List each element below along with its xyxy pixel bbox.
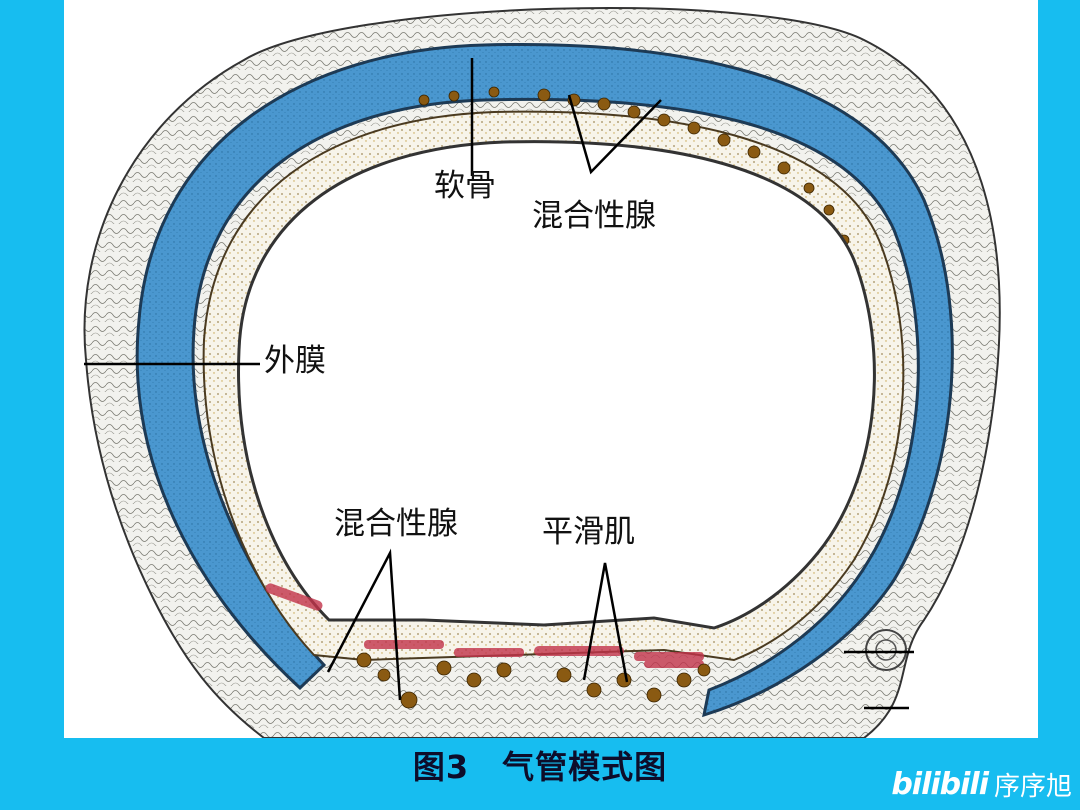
label-mixed-gland-bottom: 混合性腺 — [334, 506, 458, 542]
gland-cluster-top — [418, 86, 865, 306]
watermark: bilibili 序序旭 — [891, 764, 1072, 804]
tracheal-lumen — [237, 140, 876, 630]
figure-caption: 图3 气管模式图 — [412, 748, 668, 786]
cartilage-ring — [135, 43, 954, 718]
trachea-illustration: 软骨 混合性腺 外膜 混合性腺 平滑肌 — [64, 0, 1038, 738]
smooth-muscle-band — [265, 583, 704, 668]
vessel-right — [865, 629, 907, 671]
label-cartilage: 软骨 — [434, 168, 496, 204]
leader-lines — [84, 58, 914, 710]
label-mixed-gland-top: 混合性腺 — [532, 198, 656, 234]
gland-cluster-bottom — [356, 652, 711, 709]
label-smooth-muscle: 平滑肌 — [542, 514, 635, 550]
trachea-diagram-svg — [83, 7, 1001, 738]
watermark-author: 序序旭 — [993, 771, 1072, 802]
bilibili-logo: bilibili — [891, 766, 989, 802]
label-adventitia: 外膜 — [264, 343, 326, 379]
